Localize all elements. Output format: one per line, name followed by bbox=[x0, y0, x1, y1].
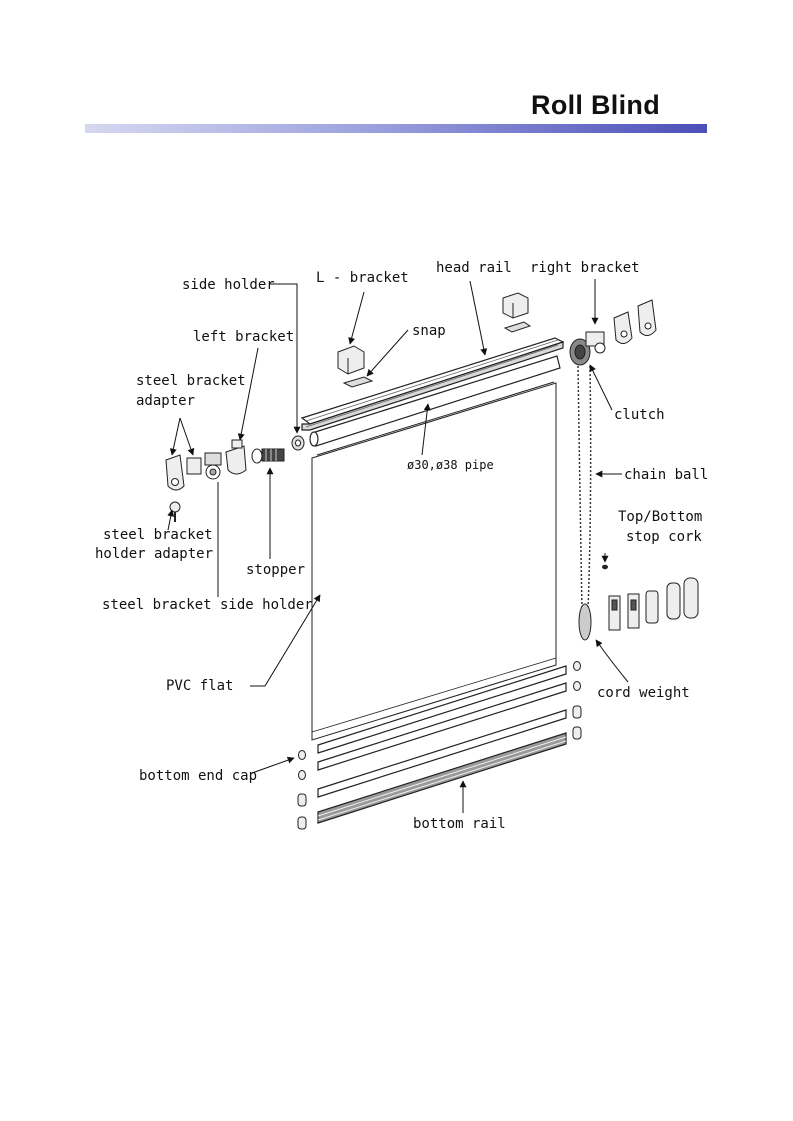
snap-part-right bbox=[503, 321, 532, 333]
title-gradient-bar bbox=[85, 124, 707, 133]
stopper-part bbox=[251, 448, 285, 464]
l-bracket-part-right bbox=[502, 292, 529, 319]
steel-bracket-adapter-part bbox=[165, 454, 202, 491]
label-chain-ball: chain ball bbox=[624, 467, 708, 483]
label-left-bracket: left bracket bbox=[193, 329, 294, 345]
label-steel-bracket-holder-adapter-line1: steel bracket bbox=[103, 527, 213, 543]
label-pipe: ø30,ø38 pipe bbox=[407, 458, 494, 472]
snap-part-left bbox=[342, 376, 374, 388]
pipe-part bbox=[309, 355, 561, 447]
label-stopper: stopper bbox=[246, 562, 305, 578]
l-bracket-part-left bbox=[337, 345, 365, 375]
page-title: Roll Blind bbox=[531, 90, 660, 120]
top-bottom-stop-cork-part bbox=[602, 564, 699, 631]
label-steel-bracket-adapter-line2: adapter bbox=[136, 393, 195, 409]
side-holder-part bbox=[291, 435, 305, 451]
label-steel-bracket-side-holder: steel bracket side holder bbox=[102, 597, 313, 613]
left-bracket-part bbox=[225, 439, 247, 475]
label-pvc-flat: PVC flat bbox=[166, 678, 233, 694]
label-l-bracket: L - bracket bbox=[316, 270, 409, 286]
label-right-bracket: right bracket bbox=[530, 260, 640, 276]
label-cord-weight: cord weight bbox=[597, 685, 690, 701]
pvc-flat-fabric bbox=[311, 381, 557, 741]
bottom-end-cap-part bbox=[297, 661, 582, 830]
label-bottom-rail: bottom rail bbox=[413, 816, 506, 832]
label-head-rail: head rail bbox=[436, 260, 512, 276]
chain-ball-part bbox=[577, 365, 592, 611]
label-steel-bracket-holder-adapter-line2: holder adapter bbox=[95, 546, 213, 562]
label-side-holder: side holder bbox=[182, 277, 275, 293]
right-bracket-part bbox=[585, 299, 657, 354]
head-rail-part bbox=[300, 337, 565, 431]
label-snap: snap bbox=[412, 323, 446, 339]
label-top-bottom-stop-cork-line1: Top/Bottom bbox=[618, 509, 702, 525]
clutch-part bbox=[569, 338, 591, 366]
steel-bracket-side-holder-part bbox=[204, 452, 222, 480]
bottom-rail-part bbox=[317, 665, 567, 824]
label-bottom-end-cap: bottom end cap bbox=[139, 768, 257, 784]
label-steel-bracket-adapter-line1: steel bracket bbox=[136, 373, 246, 389]
leader-lines bbox=[167, 279, 629, 813]
cord-weight-part bbox=[578, 603, 592, 641]
label-top-bottom-stop-cork-line2: stop cork bbox=[626, 529, 702, 545]
label-clutch: clutch bbox=[614, 407, 665, 423]
